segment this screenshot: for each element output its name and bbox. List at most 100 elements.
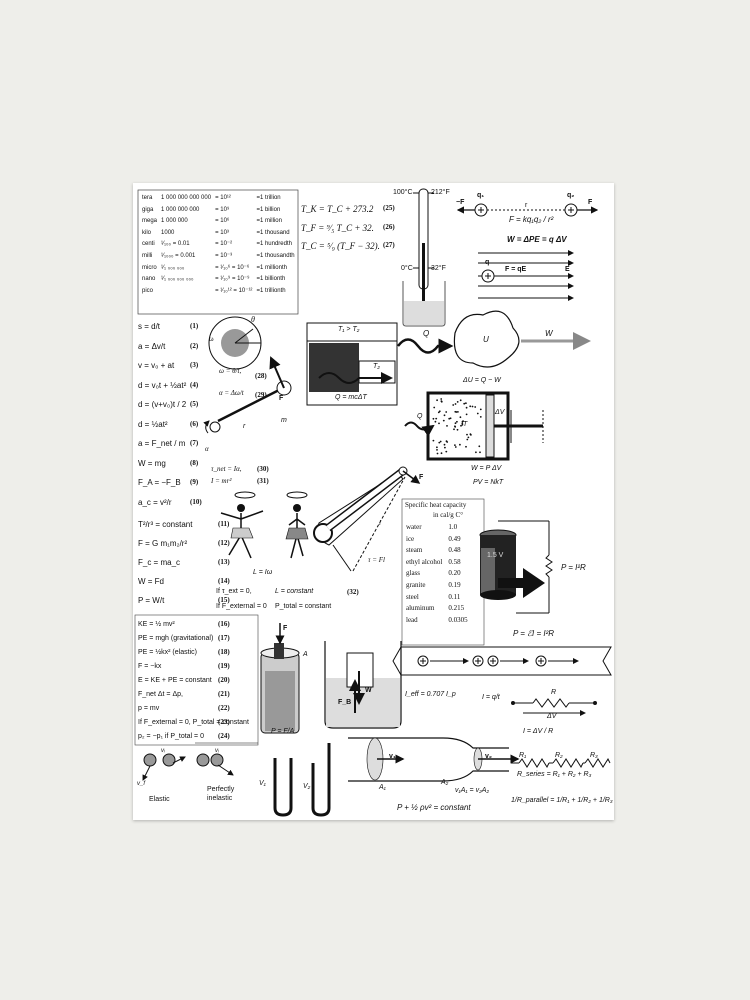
label-volume1: V₁ [259,780,266,787]
prefix-digits: 1 000 000 [161,218,188,225]
label-r3: R₃ [590,752,598,759]
label-alpha: α [205,445,209,453]
energy-equation-number: (16) [218,620,230,628]
label-t2: T₂ [373,363,380,370]
label-inelastic: inelastic [207,795,233,802]
kinematics-equation-number: (10) [190,497,202,506]
label-perfectly: Perfectly [207,786,235,793]
coulomb-drawing [456,203,599,301]
prefix-digits: ¹⁄₁₀₀₀ = 0.001 [161,252,196,259]
energy-equation-number: (24) [218,732,230,740]
label-rot-r: r [243,423,246,430]
kinematics-equation: a_c = v²/r(10) [138,497,213,517]
label-buoyant: F_B [338,699,352,706]
prefix-name: centi [142,241,155,248]
prefix-word: =1 million [256,218,282,225]
prefix-digits: ¹⁄₁ ₀₀₀ ₀₀₀ [161,264,185,271]
label-U: U [483,335,489,344]
ptotal-constant: P_total = constant [275,603,332,610]
specific-heat-c: 0.49 [448,534,461,543]
eq-number-31: (31) [257,477,269,485]
label-theta: θ [251,315,255,324]
label-fluid-a: A [303,651,308,658]
energy-equation-text: F_net Δt = Δp, [138,691,183,698]
prefix-box [137,189,299,315]
kinematics-equation-number: (8) [190,458,199,467]
energy-equation: PE = ½kx² (elastic)(18) [138,647,260,661]
battery-circuit-drawing [479,520,553,614]
label-0c: 0°C [401,265,413,272]
label-weight: W [365,687,372,694]
gravitation-equation-text: F_c = ma_c [138,558,181,567]
label-e: E [565,266,570,273]
energy-equation-text: If F_external = 0, P_total = constant [138,719,249,726]
label-minus-f: −F [456,199,465,206]
label-wrench-f: F [419,474,424,481]
label-vi-inelastic: vᵢ [215,748,219,754]
energy-equation: p₂ = −p₁ if P_total = 0(24) [138,731,260,745]
label-f: F [588,199,593,206]
gravitation-equation-number: (12) [218,539,230,547]
first-law-drawing [397,310,591,368]
specific-heat-name: ethyl alcohol [406,557,443,566]
poster-drawings [134,188,612,817]
prefix-word: =1 millionth [256,264,287,271]
kinematics-equation: v = v₀ + at(3) [138,360,213,380]
first-law: ΔU = Q − W [463,377,501,384]
specific-heat-c: 0.0305 [448,615,468,624]
label-vf-elastic: v_f [137,781,146,787]
continuity-pipe-drawing [348,737,520,782]
pressure-eq: P = F/A [271,728,295,735]
specific-heat-name: glass [406,569,420,578]
label-velocity2: v₂ [485,753,493,760]
prefix-word: =1 thousandth [256,252,295,259]
prefix-name: tera [142,195,153,201]
power-full: P = ℰI = I²R [513,629,555,638]
kinematics-equation-number: (1) [190,322,199,330]
prefix-power: = ¹⁄₁₀¹² = 10⁻¹² [215,287,253,294]
prefix-name: giga [142,206,154,213]
label-elastic: Elastic [149,796,170,803]
prefix-digits: 1000 [161,229,175,236]
energy-equation-text: p = mv [138,705,160,712]
l-constant: L = constant [275,588,314,595]
specific-heat-name: granite [406,580,426,589]
prefix-name: kilo [142,229,152,236]
eq-number-29: (29) [255,391,267,399]
eq-number-28: (28) [255,372,267,380]
energy-equation: p = mv(22) [138,703,260,717]
specific-heat-c: 0.19 [448,580,461,589]
prefix-power: = 10¹² [215,195,231,201]
kinematics-equation-text: v = v₀ + at [138,361,175,370]
heat-transfer-drawing [306,322,398,406]
continuity-eq: v₁A₁ = v₂A₂ [455,787,490,794]
battery-voltage: 1.5 V [487,552,504,559]
work-pdv: W = P ΔV [471,465,502,472]
kinematics-equation-text: d = ½at² [138,419,168,429]
inertia-eq: I = mr² [211,477,232,485]
current-qt: I = q/t [482,694,500,701]
gravitation-equation-number: (15) [218,596,230,604]
prefix-name: micro [142,264,157,271]
kinematics-equation-number: (4) [190,380,199,389]
eq-number-25: (25) [383,204,395,212]
prefix-power: = 10⁻³ [215,252,233,259]
energy-equation-number: (17) [218,634,230,642]
specific-heat-c: 0.58 [448,557,461,566]
alpha-eq: α = Δω/t [219,389,244,397]
label-Q2: Q [417,413,423,420]
series-resistors-drawing [511,757,611,769]
label-100c: 100°C [393,189,413,196]
prefix-word: =1 billionth [256,276,286,283]
kinematics-equation: d = ½at²(6) [138,419,213,439]
torque-fl: τ = Fl [368,556,385,564]
energy-equation: E = KE + PE = constant(20) [138,675,260,689]
gravitation-list: T²/r³ = constant(11)F = G m₁m₂/r²(12)F_c… [138,519,258,614]
